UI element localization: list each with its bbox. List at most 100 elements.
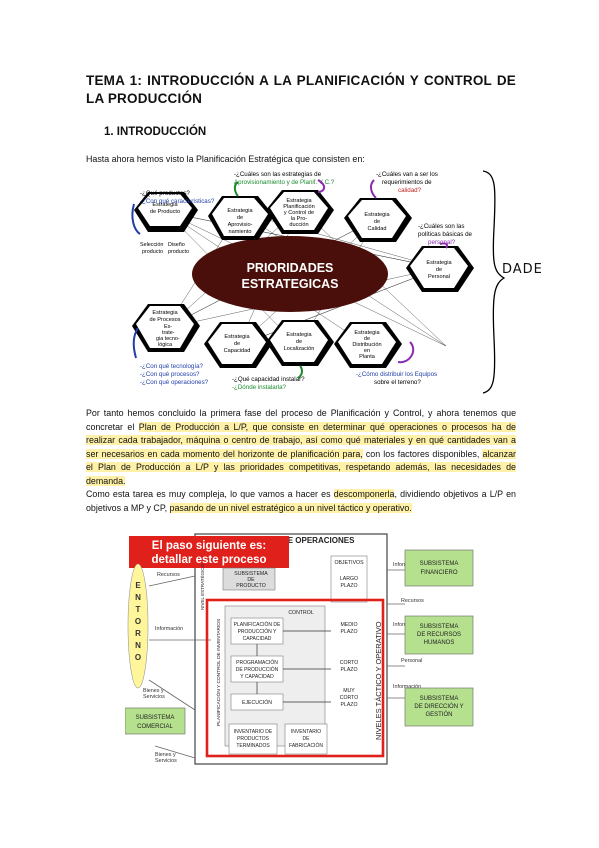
hex-aprov-4: namiento [228,229,251,235]
q-calidad-2: requerimientos de [382,179,432,186]
hex-localiz-1: Estrategia [286,332,312,338]
sub-diseno-1: Diseño [168,242,185,248]
box-comercial [125,707,186,735]
box-rrhh [404,615,474,655]
paragraph-2: Como esta tarea es muy compleja, lo que … [86,489,516,513]
prog-3: Y CAPACIDAD [240,674,274,680]
direccion-1: SUBSISTEMA [420,696,459,702]
q-calidad-3: calidad? [398,187,422,194]
q-tecnologia: -¿Con qué tecnología? [140,363,204,370]
inv1-1: INVENTARIO DE [234,729,273,735]
q-aprov-2: Aprovisionamiento y de Planif. Y C.? [234,179,335,186]
comercial-2: COMERCIAL [137,724,173,730]
medio-1: MEDIO [340,622,357,628]
hex-aprov-1: Estrategia [227,208,253,214]
sub-seleccion-2: producto [142,249,163,255]
muycorto-3: PLAZO [340,702,357,708]
focus-box [205,598,385,758]
entorno-o: O [135,617,141,626]
hex-distrib-2: de [364,336,370,342]
vertical-nivel-estrategico: NIVEL ESTRATÉGICO [199,563,205,610]
inv2-3: FABRICACIÓN [289,742,323,749]
direccion-2: DE DIRECCIÓN Y [414,703,463,710]
hex-producto-2: de Producto [150,209,180,215]
box-direccion [404,687,474,727]
hex-procesos-2: de Procesos [149,317,180,323]
q-capacidad: -¿Qué capacidad instalar? [232,376,305,383]
sub-tecno-4: lógica [158,342,172,348]
entorno-oval [127,563,149,689]
direccion-3: GESTIÓN [425,711,452,718]
hex-distrib-4: en [364,348,370,354]
hex-localiz-2: de [296,339,302,345]
lbl-bienes-bottom-1: Bienes y [155,752,176,758]
hex-planif-3: y Control de [284,210,314,216]
banner-line-2: detallar este proceso [151,554,266,566]
q-personal-2: políticas básicas de [418,231,473,238]
vertical-pci: PLANIFICACIÓN Y CONTROL DE INVENTARIOS [215,619,222,726]
entorno-n: N [135,593,141,602]
hex-personal-2: de [436,267,442,273]
lbl-info-dir: Información [393,684,421,690]
q-operaciones: -¿Con qué operaciones? [140,379,209,386]
hex-aprov-2: de [237,215,243,221]
lbl-personal: Personal [401,658,422,664]
objetivos-label: OBJETIVOS [334,560,364,566]
q-distribucion-1: -¿Cómo distribuir los Equipos [356,371,437,378]
lbl-recursos-right: Recursos [401,598,424,604]
financiero-2: FINANCIERO [420,570,457,576]
fig2-header: SUBSISTEMA DE OPERACIONES [228,536,355,545]
sub-seleccion-1: Selección [140,242,163,248]
lbl-bienes-bottom-2: Servicios [155,758,177,764]
muycorto-2: CORTO [340,695,359,701]
hex-personal-3: Personal [428,274,450,280]
hex-procesos-1: Estrategia [152,310,178,316]
control-label: CONTROL [288,610,313,616]
hex-distrib-3: Distribución [352,342,381,348]
intro-text: Hasta ahora hemos visto la Planificación… [86,154,365,164]
hex-planif-2: Planificación [283,204,314,210]
q-personal-3: personal? [428,239,456,246]
hex-localiz-3: Localización [284,346,315,352]
plan-1: PLANIFICACIÓN DE [234,621,281,628]
hex-planif-1: Estrategia [286,198,312,204]
q-productos-2: -¿Con qué características? [140,198,215,205]
hex-distrib-1: Estrategia [354,330,380,336]
prog-2: DE PRODUCCIÓN [236,666,279,673]
banner [129,536,289,568]
plan-3: CAPACIDAD [243,636,272,642]
entorno-e: E [135,581,141,590]
plan-2: PRODUCCIÓN Y [238,628,277,635]
sub-tecno-3: gia tecno- [156,336,180,342]
curly-brace [482,170,506,394]
subprod-3: PRODUCTO [236,583,266,589]
hex-aprov-3: Aprovisio- [228,222,253,228]
rrhh-1: SUBSISTEMA [420,624,459,630]
entorno-t: T [136,605,141,614]
hex-personal-1: Estrategia [426,260,452,266]
financiero-1: SUBSISTEMA [420,561,459,567]
lbl-info-left: Información [155,626,183,632]
sub-tecno-2: trate- [162,330,175,336]
sub-tecno-1: Es- [164,324,172,330]
largo-1: LARGO [340,576,358,582]
hex-planif-4: la Pro- [291,216,308,222]
sub-diseno-2: producto [168,249,189,255]
hex-capacidad-1: Estrategia [224,334,250,340]
hex-calidad-2: de [374,219,380,225]
medio-2: PLAZO [340,629,357,635]
largo-2: PLAZO [340,583,357,589]
handwritten-note: DADE [502,262,543,277]
q-calidad-1: -¿Cuáles van a ser los [376,171,438,178]
hex-capacidad-2: de [234,341,240,347]
muycorto-1: MUY [343,688,355,694]
hex-planif-5: ducción [289,222,308,228]
hex-calidad-1: Estrategia [364,212,390,218]
q-localizacion: -¿Dónde instalarla? [232,384,287,391]
center-label-2: ESTRATEGICAS [242,277,339,291]
corto-1: CORTO [340,660,359,666]
hex-producto-1: Estrategia [152,202,178,208]
hex-calidad-3: Calidad [368,226,387,232]
lbl-bienes-1: Bienes y [143,688,164,694]
inv1-2: PRODUCTOS [237,736,270,742]
